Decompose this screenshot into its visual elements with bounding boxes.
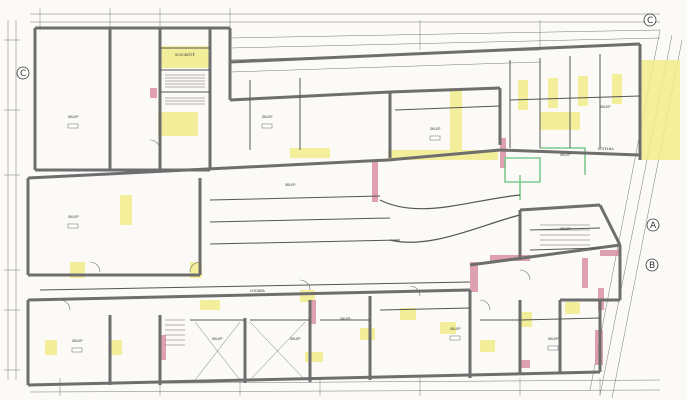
room-label: CHODBA: [250, 289, 266, 293]
room-labels: SKLEP SCHODIŠTĚ SKLEP SKLEP SKLEP SKLEP …: [68, 52, 614, 343]
room-label: SKLEP: [68, 115, 78, 119]
room-label: SKLEP: [560, 227, 570, 231]
room-label: SKLEP: [430, 127, 440, 131]
room-label: SKLEP: [290, 337, 300, 341]
section-marker-right-top-label: C: [647, 16, 653, 26]
section-marker-right-low-label: B: [649, 261, 655, 271]
section-marker-right-mid: A: [646, 218, 660, 232]
room-label: SKLEP: [548, 337, 558, 341]
section-marker-left-top-label: C: [20, 69, 26, 79]
room-label: SKLEP: [285, 183, 295, 187]
section-marker-right-mid-label: A: [650, 221, 657, 231]
curved-corridor: [379, 194, 521, 243]
room-label: SKLEP: [450, 327, 460, 331]
room-label: SKLEP: [212, 337, 222, 341]
room-label: KOTELNA: [598, 147, 614, 151]
room-tags: [67, 123, 559, 353]
green-highlights: [504, 147, 586, 200]
partitions: [39, 47, 641, 321]
room-label: SKLEP: [72, 339, 82, 343]
room-label: SKLEP: [340, 317, 350, 321]
left-dimension-lines: [4, 20, 20, 380]
stair-hatching: [165, 74, 590, 346]
room-label: SCHODIŠTĚ: [175, 52, 195, 57]
room-label: SKLEP: [560, 153, 570, 157]
room-label: SKLEP: [600, 105, 610, 109]
room-label: SKLEP: [262, 115, 272, 119]
cross-hatched-rooms: [194, 321, 306, 381]
section-marker-left-top: C: [16, 66, 30, 80]
door-swings: [59, 139, 531, 311]
section-marker-right-low: B: [645, 258, 659, 272]
section-marker-right-top: C: [643, 13, 657, 27]
walls: [26, 26, 642, 387]
room-label: SKLEP: [68, 215, 78, 219]
